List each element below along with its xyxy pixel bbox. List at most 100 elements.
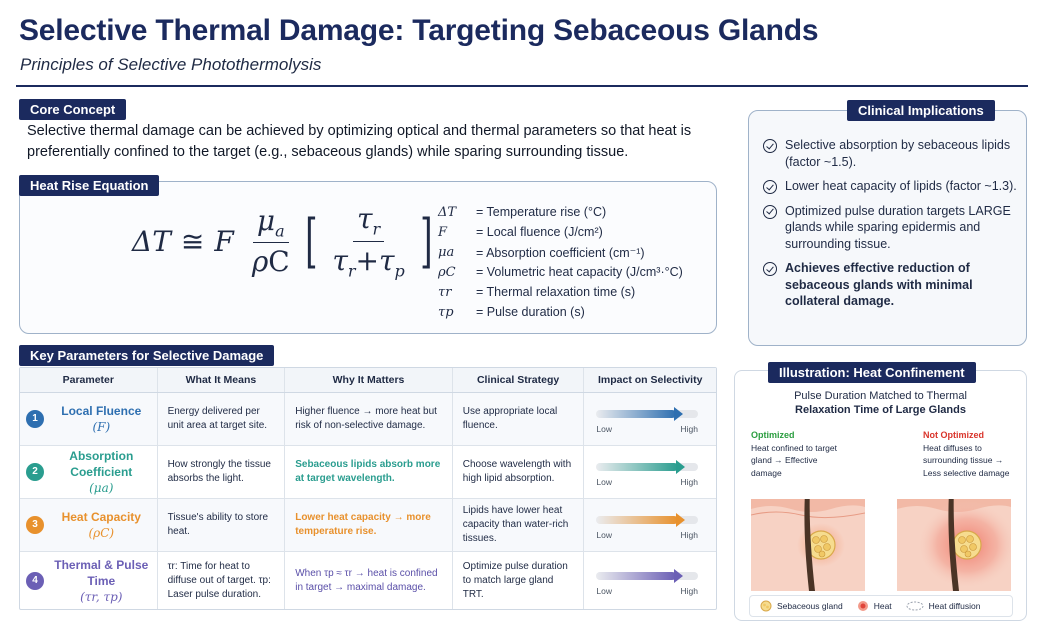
definition-text: = Thermal relaxation time (s) [476,285,636,299]
parameter-name: Heat Capacity [61,510,141,524]
definition-text: = Local fluence (J/cm²) [476,225,603,239]
parameter-name-wrap: Absorption Coefficient (μa) [52,448,151,496]
selectivity-bar-fill [596,516,678,524]
bar-high-label: High [680,530,698,540]
definition-symbol: τr [438,284,452,300]
bar-high-label: High [680,424,698,434]
illustration-legend: Sebaceous gland Heat Heat diffusion [749,595,1013,617]
why-it-matters-cell: Lower heat capacity → more temperature r… [285,499,453,551]
table-row: 2 Absorption Coefficient (μa) How strongly … [20,446,716,499]
bar-high-label: High [680,477,698,487]
legend-heat: Heat [857,600,892,612]
parameter-number-badge: 4 [26,571,44,590]
selectivity-arrow-icon [673,568,683,583]
parameter-cell: 2 Absorption Coefficient (μa) [20,446,158,498]
what-it-means-cell: Energy delivered per unit area at target… [158,393,286,445]
clinical-strategy-cell: Lipids have lower heat capacity than wat… [453,499,585,551]
selectivity-bar: Low High [594,507,706,543]
check-circle-icon [763,180,777,194]
clinical-item: Selective absorption by sebaceous lipids… [763,137,1018,170]
definition-row: F = Local fluence (J/cm²) [438,222,683,242]
core-concept-tag: Core Concept [19,99,127,120]
illustration-heading-line1: Pulse Duration Matched to Thermal [794,390,967,402]
definition-row: μa= Absorption coefficient (cm⁻¹) [438,242,683,262]
parameter-symbol: (τr, τp) [80,589,123,604]
parameter-number-badge: 2 [26,463,44,481]
legend-heat-label: Heat [873,601,892,611]
selectivity-bar-fill [596,410,676,418]
clinical-implications-list: Selective absorption by sebaceous lipids… [763,137,1018,318]
core-concept-text: Selective thermal damage can be achieved… [27,123,692,160]
optimized-skin-illustration [751,499,865,591]
definition-symbol: ΔT [438,204,457,220]
definition-row: τr = Thermal relaxation time (s) [438,282,683,302]
selectivity-arrow-icon [675,460,685,474]
definition-text: = Temperature rise (°C) [476,205,607,219]
selectivity-bar-fill [596,571,676,580]
parameter-cell: 4 Thermal & Pulse Time(τr, τp) [20,552,158,609]
header-impact-on-selectivity: Impact on Selectivity [597,374,703,386]
clinical-strategy-cell: Use appropriate local fluence. [453,393,585,445]
clinical-item-text: Optimized pulse duration targets LARGE g… [785,203,1011,251]
parameter-name: Thermal & Pulse Time [54,557,149,588]
parameter-name: Local Fluence [61,404,142,418]
clinical-item: Optimized pulse duration targets LARGE g… [763,203,1018,253]
heat-icon [857,601,868,611]
not-optimized-skin-illustration [897,499,1011,591]
optimized-caption: Optimized Heat confined to target gland … [751,429,841,479]
what-it-means-cell: How strongly the tissue absorbs the ligh… [158,446,286,498]
bar-low-label: Low [596,530,612,540]
header-why-it-matters: Why It Matters [285,368,453,392]
parameter-name-wrap: Thermal & Pulse Time(τr, τp) [52,557,151,605]
page-title: Selective Thermal Damage: Targeting Seba… [19,14,819,47]
definition-symbol: F [438,224,448,240]
key-parameters-tag: Key Parameters for Selective Damage [19,345,275,366]
not-optimized-text: Heat diffuses to surrounding tissue → Le… [923,442,1010,478]
header-what-it-means: What It Means [158,368,286,392]
equation-definitions: ΔT = Temperature rise (°C) F = Local fluenc… [438,202,683,322]
legend-sebaceous-gland-label: Sebaceous gland [777,601,843,611]
definition-symbol: ρC [438,264,456,280]
parameter-name: Absorption Coefficient [69,449,134,479]
definition-symbol: μa [438,244,455,260]
bar-low-label: Low [596,477,612,487]
selectivity-bar-track [596,460,698,474]
optimized-title: Optimized [751,430,795,440]
clinical-implications-panel: Selective absorption by sebaceous lipids… [748,110,1027,346]
parameter-number-badge: 3 [26,516,44,534]
parameter-symbol: (ρC) [88,526,115,540]
header-parameter: Parameter [20,368,158,392]
check-circle-icon [763,139,777,153]
selectivity-bar-track [596,568,698,583]
illustration-heading-line2: Relaxation Time of Large Glands [795,404,966,416]
parameter-name-wrap: Heat Capacity (ρC) [52,509,151,541]
clinical-item: Achieves effective reduction of sebaceou… [763,260,1018,310]
page-subtitle: Principles of Selective Photothermolysis [20,55,322,74]
what-it-means-cell: τr: Time for heat to diffuse out of targ… [158,552,286,609]
definition-row: ΔT = Temperature rise (°C) [438,202,683,222]
legend-sebaceous-gland: Sebaceous gland [760,600,843,612]
legend-heat-diffusion: Heat diffusion [906,601,981,611]
clinical-item-text: Selective absorption by sebaceous lipids… [785,138,1011,169]
legend-heat-diffusion-label: Heat diffusion [928,601,981,611]
parameter-number-badge: 1 [26,410,44,428]
illustration-panel: Pulse Duration Matched to Thermal Relaxa… [734,370,1027,621]
why-it-matters-cell: Higher fluence → more heat but risk of n… [285,393,453,445]
parameter-symbol: (μa) [89,481,114,495]
selectivity-bar-track [596,407,698,421]
clinical-item-text: Achieves effective reduction of sebaceou… [785,261,973,308]
sebaceous-gland-icon [760,600,772,612]
selectivity-arrow-icon [675,513,685,527]
illustration-tag: Illustration: Heat Confinement [768,362,976,383]
selectivity-bar-track [596,513,698,527]
definition-text: = Pulse duration (s) [476,305,585,319]
parameter-cell: 3 Heat Capacity (ρC) [20,499,158,551]
check-circle-icon [763,262,777,276]
